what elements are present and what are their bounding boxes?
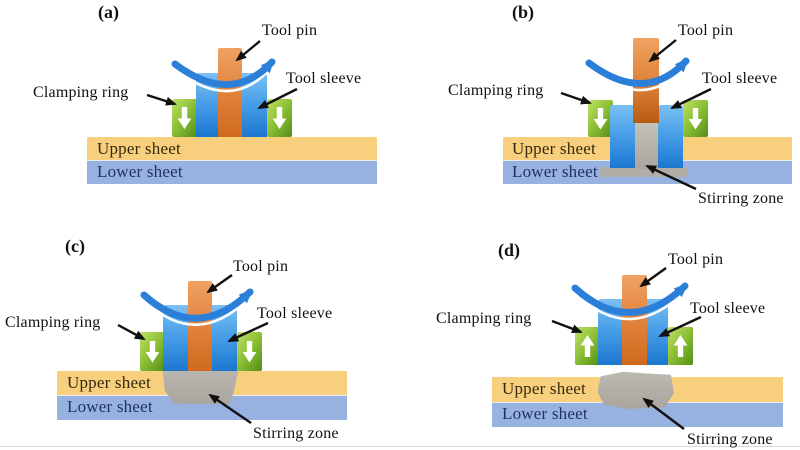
panel-letter-b: (b) xyxy=(512,2,534,22)
panel-b: (b) Tool pin Tool sleeve Clamping ring xyxy=(400,0,800,225)
lower-sheet-label: Lower sheet xyxy=(512,162,598,181)
upper-sheet-label: Upper sheet xyxy=(502,379,586,398)
tool-sleeve-label: Tool sleeve xyxy=(702,70,778,87)
tool-sleeve-label: Tool sleeve xyxy=(690,300,766,317)
stirring-zone-shape xyxy=(597,371,674,409)
tool-sleeve-label: Tool sleeve xyxy=(286,70,362,87)
tool-pin-shape xyxy=(188,281,212,371)
clamp-force-up-icon xyxy=(673,335,688,357)
upper-sheet-label: Upper sheet xyxy=(97,139,181,158)
panel-d: (d) Tool pin Tool sleeve Clamping ring S… xyxy=(400,225,800,450)
panel-letter-a: (a) xyxy=(98,2,119,22)
clamping-ring-label: Clamping ring xyxy=(436,310,532,327)
lower-sheet-shape xyxy=(87,160,377,184)
clamp-force-down-icon xyxy=(242,340,257,363)
tool-pin-label: Tool pin xyxy=(233,258,289,275)
clamp-force-down-icon xyxy=(272,107,287,129)
annotation-arrow-clamping-ring xyxy=(146,93,177,106)
panel-a: (a) Tool pin Tool sleeve Clamping ring U… xyxy=(0,0,400,225)
stirring-zone-shape xyxy=(162,365,239,405)
tool-sleeve-label: Tool sleeve xyxy=(257,305,333,322)
panel-c: (c) Tool pin Tool sleeve Clamping ring S… xyxy=(0,225,400,450)
lower-sheet-label: Lower sheet xyxy=(97,162,183,181)
stirring-zone-shape xyxy=(599,167,688,177)
tool-pin-shape xyxy=(622,275,647,365)
clamping-ring-left xyxy=(140,332,165,371)
clamping-ring-left xyxy=(172,99,197,137)
panel-letter-d: (d) xyxy=(498,240,520,260)
panel-letter-c: (c) xyxy=(65,236,85,256)
lower-sheet-label: Lower sheet xyxy=(67,397,153,416)
clamping-ring-right xyxy=(668,327,693,365)
clamping-ring-left xyxy=(575,327,600,365)
bottom-edge-line xyxy=(0,446,800,447)
clamping-ring-label: Clamping ring xyxy=(5,314,101,331)
clamping-ring-left xyxy=(588,100,613,137)
clamp-force-down-icon xyxy=(177,107,192,129)
upper-sheet-shape xyxy=(87,137,377,160)
stirring-zone-label: Stirring zone xyxy=(698,190,784,207)
stirring-zone-label: Stirring zone xyxy=(687,431,773,448)
clamping-ring-right xyxy=(267,99,292,137)
clamping-ring-label: Clamping ring xyxy=(33,84,129,101)
tool-pin-shape xyxy=(633,38,659,123)
tool-sleeve-shape xyxy=(610,105,635,168)
clamping-ring-right xyxy=(237,332,262,371)
annotation-arrow-clamping-ring xyxy=(560,91,592,105)
clamping-ring-label: Clamping ring xyxy=(448,82,544,99)
clamp-force-down-icon xyxy=(593,107,608,130)
stirring-zone-shape xyxy=(635,121,658,169)
clamping-ring-right xyxy=(683,100,708,137)
upper-sheet-label: Upper sheet xyxy=(67,373,151,392)
clamp-force-down-icon xyxy=(145,340,160,363)
lower-sheet-label: Lower sheet xyxy=(502,404,588,423)
clamp-force-up-icon xyxy=(580,335,595,357)
tool-pin-label: Tool pin xyxy=(678,22,734,39)
upper-sheet-label: Upper sheet xyxy=(512,139,596,158)
clamp-force-down-icon xyxy=(688,107,703,130)
stirring-zone-label: Stirring zone xyxy=(253,425,339,442)
tool-pin-label: Tool pin xyxy=(262,22,318,39)
tool-pin-shape xyxy=(218,48,242,137)
tool-pin-label: Tool pin xyxy=(668,251,724,268)
tool-sleeve-shape xyxy=(658,105,683,168)
